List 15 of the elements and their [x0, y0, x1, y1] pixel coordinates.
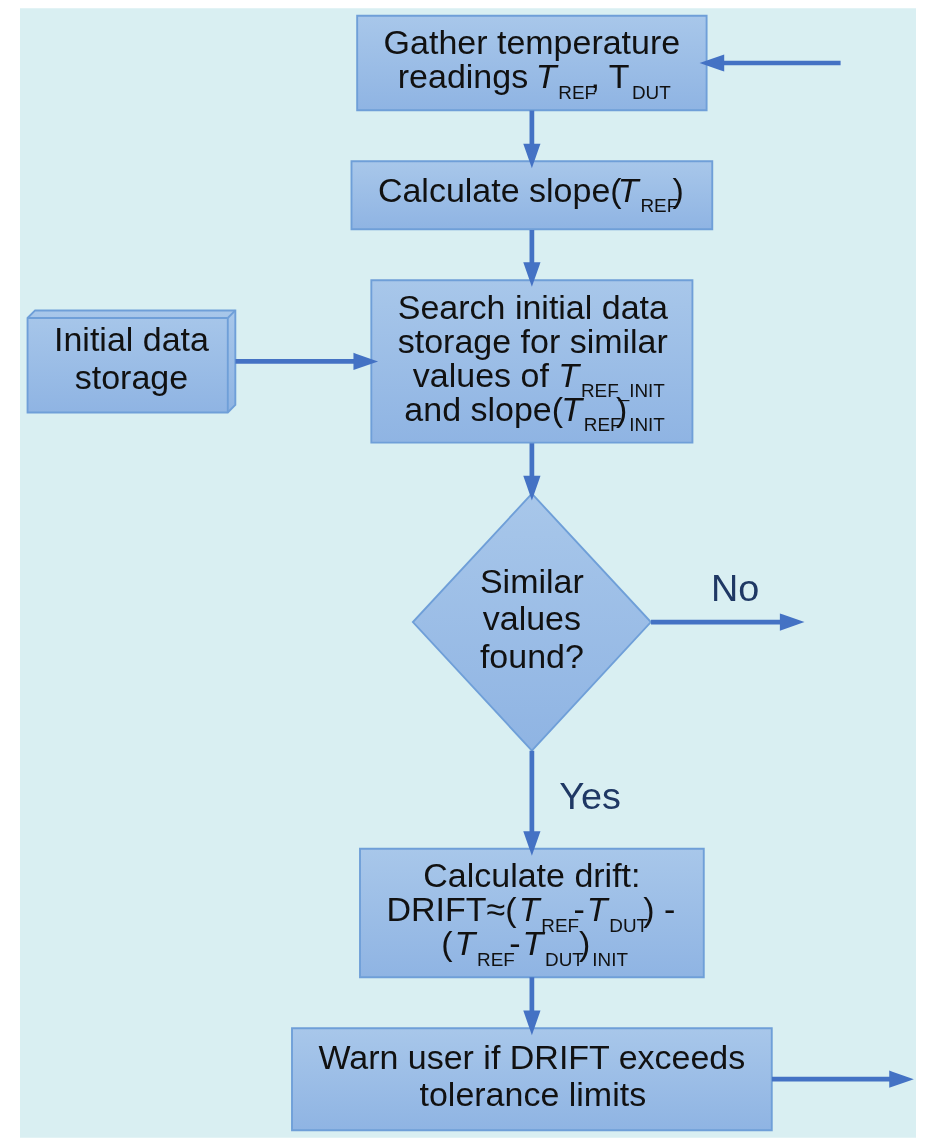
arrow	[234, 352, 378, 371]
edge-label: Yes	[558, 775, 621, 818]
arrow	[522, 110, 540, 169]
arrow	[522, 230, 540, 287]
arrow	[699, 54, 841, 72]
node-diamond: Similar values found?	[411, 492, 652, 752]
arrow	[522, 977, 540, 1036]
node-box: Calculate drift: DRIFT≈(T$_{REF}$-T$_{DUT}$) - (T$_{REF}$-T$_{DUT}$)$_{INIT}$	[358, 847, 705, 979]
arrow	[522, 443, 540, 501]
edge-label: No	[710, 567, 759, 610]
arrow	[771, 1070, 914, 1088]
arrow	[522, 750, 540, 856]
node-box: Calculate slope(T$_{REF}$)	[350, 160, 713, 231]
node-box: Warn user if DRIFT exceeds tolerance limits	[290, 1027, 773, 1132]
arrow	[650, 613, 804, 631]
